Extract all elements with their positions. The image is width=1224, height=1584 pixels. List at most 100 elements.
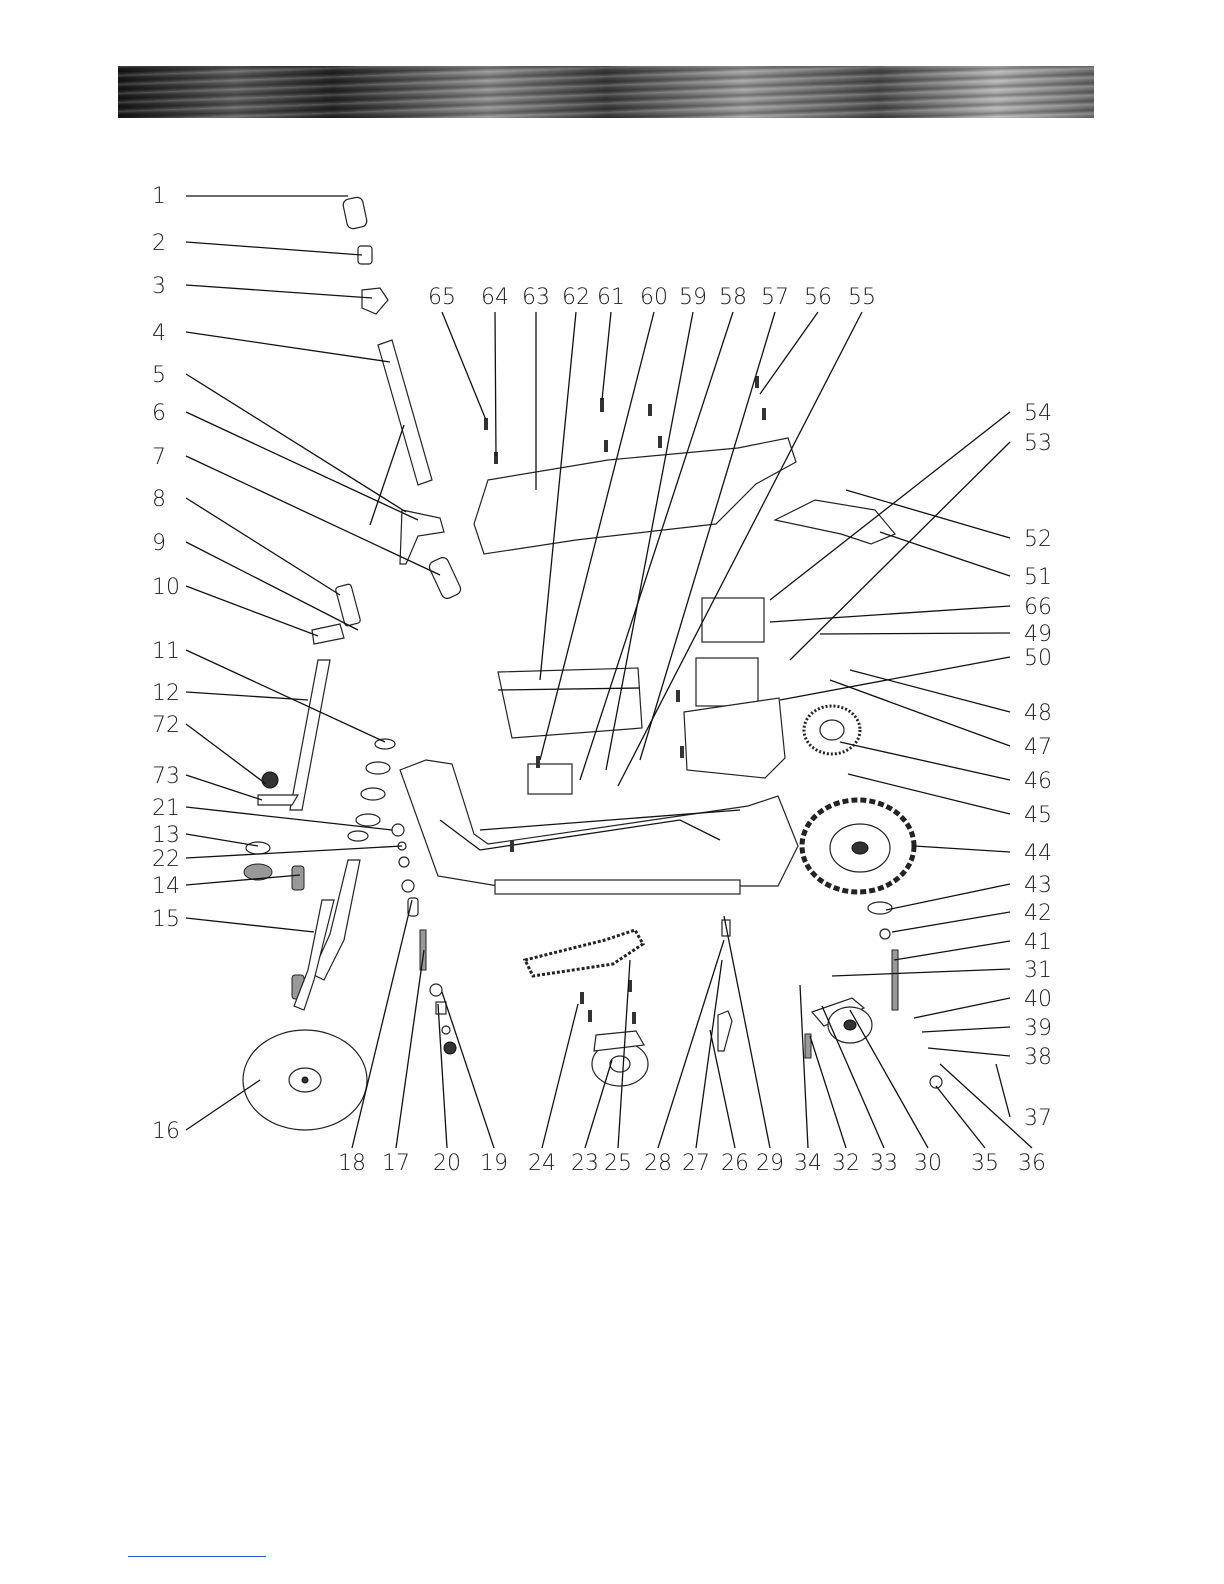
part-label-23: 23 xyxy=(571,1151,599,1176)
part-label-54: 54 xyxy=(1024,401,1052,426)
leader-line xyxy=(442,992,494,1148)
part-label-1: 1 xyxy=(152,184,166,209)
part-label-3: 3 xyxy=(152,274,166,299)
part-label-8: 8 xyxy=(152,487,166,512)
leader-line xyxy=(832,969,1010,976)
part-label-11: 11 xyxy=(152,639,180,664)
part-label-33: 33 xyxy=(870,1151,898,1176)
part-label-27: 27 xyxy=(682,1151,710,1176)
leader-line xyxy=(940,1064,1032,1148)
part-label-2: 2 xyxy=(152,231,166,256)
part-label-65: 65 xyxy=(428,285,456,310)
part-label-62: 62 xyxy=(562,285,590,310)
part-label-6: 6 xyxy=(152,401,166,426)
leader-line xyxy=(770,606,1010,622)
part-label-53: 53 xyxy=(1024,431,1052,456)
part-label-45: 45 xyxy=(1024,803,1052,828)
part-label-12: 12 xyxy=(152,681,180,706)
part-label-26: 26 xyxy=(721,1151,749,1176)
part-label-52: 52 xyxy=(1024,527,1052,552)
part-label-41: 41 xyxy=(1024,930,1052,955)
leader-line xyxy=(542,1004,578,1148)
part-label-21: 21 xyxy=(152,796,180,821)
leader-line xyxy=(928,1048,1010,1056)
leader-line xyxy=(186,692,308,700)
part-label-64: 64 xyxy=(481,285,509,310)
leader-line xyxy=(186,775,262,800)
part-label-32: 32 xyxy=(832,1151,860,1176)
leader-line xyxy=(396,950,424,1148)
part-label-49: 49 xyxy=(1024,622,1052,647)
part-label-50: 50 xyxy=(1024,646,1052,671)
part-label-19: 19 xyxy=(480,1151,508,1176)
part-label-30: 30 xyxy=(914,1151,942,1176)
leader-line xyxy=(186,586,318,636)
leader-line xyxy=(800,985,808,1148)
part-label-17: 17 xyxy=(382,1151,410,1176)
part-label-29: 29 xyxy=(756,1151,784,1176)
part-label-42: 42 xyxy=(1024,901,1052,926)
leader-line xyxy=(914,998,1010,1018)
leader-line xyxy=(186,1080,260,1130)
leader-line xyxy=(850,1010,928,1148)
part-label-73: 73 xyxy=(152,764,180,789)
part-label-58: 58 xyxy=(719,285,747,310)
leader-line xyxy=(850,670,1010,712)
leader-line xyxy=(186,834,258,846)
leader-line xyxy=(186,374,406,512)
part-label-13: 13 xyxy=(152,823,180,848)
leader-line xyxy=(892,912,1010,932)
part-label-15: 15 xyxy=(152,907,180,932)
part-label-38: 38 xyxy=(1024,1045,1052,1070)
part-label-46: 46 xyxy=(1024,769,1052,794)
part-label-51: 51 xyxy=(1024,565,1052,590)
part-label-4: 4 xyxy=(152,321,166,346)
part-label-36: 36 xyxy=(1018,1151,1046,1176)
part-label-34: 34 xyxy=(794,1151,822,1176)
leader-line xyxy=(186,242,362,255)
part-label-59: 59 xyxy=(679,285,707,310)
part-label-43: 43 xyxy=(1024,873,1052,898)
part-label-10: 10 xyxy=(152,575,180,600)
footer-rule xyxy=(128,1556,266,1557)
part-label-44: 44 xyxy=(1024,841,1052,866)
part-label-57: 57 xyxy=(761,285,789,310)
leader-line xyxy=(780,657,1010,700)
leader-line xyxy=(352,900,412,1148)
leader-line xyxy=(936,1086,985,1148)
leader-line xyxy=(186,875,300,885)
leader-line xyxy=(840,742,1010,780)
leader-line xyxy=(820,633,1010,634)
leader-line xyxy=(186,285,372,298)
part-label-47: 47 xyxy=(1024,735,1052,760)
leader-line xyxy=(996,1064,1010,1117)
part-label-31: 31 xyxy=(1024,958,1052,983)
leader-line xyxy=(724,916,770,1148)
part-label-25: 25 xyxy=(604,1151,632,1176)
part-label-24: 24 xyxy=(528,1151,556,1176)
part-label-48: 48 xyxy=(1024,701,1052,726)
part-label-20: 20 xyxy=(433,1151,461,1176)
leader-line xyxy=(186,918,314,932)
leader-line xyxy=(760,312,818,394)
part-label-60: 60 xyxy=(640,285,668,310)
leader-line xyxy=(186,846,402,858)
scooter-parts-drawing xyxy=(243,196,942,1130)
leader-line xyxy=(894,941,1010,960)
part-label-61: 61 xyxy=(597,285,625,310)
leader-line xyxy=(810,1036,846,1148)
leader-line xyxy=(602,312,611,400)
leader-line xyxy=(495,312,496,456)
part-label-28: 28 xyxy=(644,1151,672,1176)
leader-line xyxy=(186,412,418,520)
leader-line xyxy=(186,332,390,362)
part-label-22: 22 xyxy=(152,847,180,872)
part-label-55: 55 xyxy=(848,285,876,310)
part-label-9: 9 xyxy=(152,531,166,556)
leader-line xyxy=(880,532,1010,576)
part-label-72: 72 xyxy=(152,713,180,738)
leader-line xyxy=(442,312,486,420)
leader-line xyxy=(186,724,266,784)
part-label-56: 56 xyxy=(804,285,832,310)
